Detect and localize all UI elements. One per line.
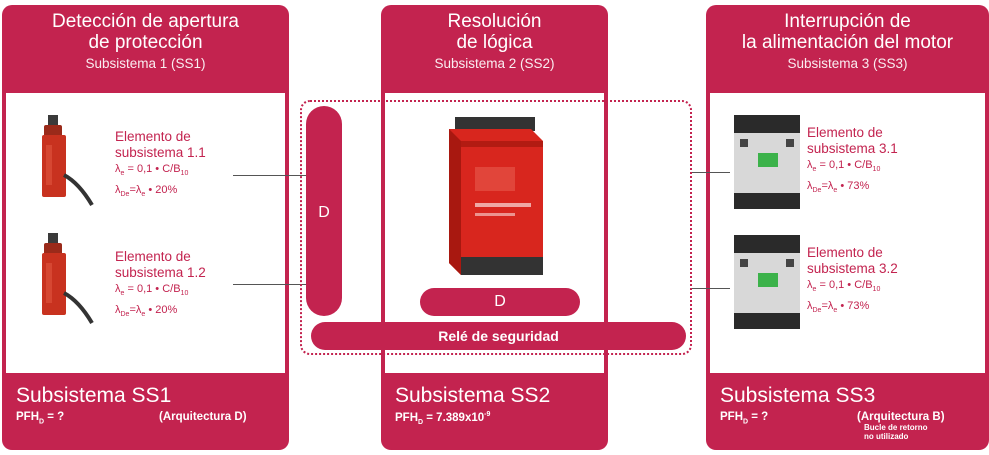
- diagnostics-bar-vertical: D: [306, 106, 342, 316]
- subsystem-3-content: Elemento de subsistema 3.1 λe = 0,1 • C/…: [710, 93, 985, 373]
- element-3-1: Elemento de subsistema 3.1 λe = 0,1 • C/…: [807, 125, 898, 199]
- subsystem-3-pfh: PFHD = ?: [720, 411, 769, 426]
- subsystem-3-subtitle: Subsistema 3 (SS3): [787, 56, 908, 71]
- element-3-1-lambda-de: λDe=λe • 73%: [807, 180, 870, 195]
- subsystem-3-footer: Subsistema SS3 PFHD = ? (Arquitectura B)…: [706, 373, 989, 450]
- contactor-2-image: [734, 235, 800, 329]
- element-1-1-lambda-e: λe = 0,1 • C/B10: [115, 163, 189, 178]
- subsystem-1-content: Elemento de subsistema 1.1 λe = 0,1 • C/…: [6, 93, 285, 373]
- diagnostics-label-vertical: D: [318, 204, 330, 221]
- subsystem-1-header: Detección de apertura de protección Subs…: [2, 5, 289, 93]
- element-1-1-lambda-de: λDe=λe • 20%: [115, 184, 178, 199]
- diagnostics-bar-horizontal: D: [420, 288, 580, 316]
- element-1-2-lambda-de: λDe=λe • 20%: [115, 304, 178, 319]
- subsystem-2-subtitle: Subsistema 2 (SS2): [434, 56, 555, 71]
- subsystem-1-title: Detección de apertura de protección: [52, 11, 239, 53]
- element-3-2-lambda-de: λDe=λe • 73%: [807, 300, 870, 315]
- element-1-2-lambda-e: λe = 0,1 • C/B10: [115, 283, 189, 298]
- contactor-1-image: [734, 115, 800, 209]
- element-3-2-lambda-e: λe = 0,1 • C/B10: [807, 279, 881, 294]
- subsystem-1-subtitle: Subsistema 1 (SS1): [85, 56, 206, 71]
- element-1-2-name: Elemento de subsistema 1.2: [115, 249, 206, 280]
- subsystem-2-header: Resolución de lógica Subsistema 2 (SS2): [381, 5, 608, 93]
- subsystem-3-footer-title: Subsistema SS3: [720, 384, 876, 407]
- connector-line-1-1: [233, 175, 306, 176]
- connector-line-3-2: [692, 288, 730, 289]
- subsystem-1-panel: Detección de apertura de protección Subs…: [2, 5, 289, 450]
- subsystem-3-panel: Interrupción de la alimentación del moto…: [706, 5, 989, 450]
- element-1-2: Elemento de subsistema 1.2 λe = 0,1 • C/…: [115, 249, 206, 323]
- element-3-1-name: Elemento de subsistema 3.1: [807, 125, 898, 156]
- element-1-1-name: Elemento de subsistema 1.1: [115, 129, 206, 160]
- connector-line-1-2: [233, 284, 306, 285]
- subsystem-3-title: Interrupción de la alimentación del moto…: [741, 11, 954, 53]
- subsystem-1-footer: Subsistema SS1 PFHD = ? (Arquitectura D): [2, 373, 289, 450]
- logic-group-outline: [300, 100, 692, 355]
- safety-switch-1-image: [42, 115, 94, 207]
- safety-relay-image: [449, 117, 543, 275]
- safety-switch-2-image: [42, 233, 94, 325]
- subsystem-2-footer-title: Subsistema SS2: [395, 384, 551, 407]
- element-1-1: Elemento de subsistema 1.1 λe = 0,1 • C/…: [115, 129, 206, 203]
- subsystem-2-title: Resolución de lógica: [447, 11, 542, 53]
- subsystem-1-pfh: PFHD = ?: [16, 411, 65, 426]
- connector-line-3-1: [692, 172, 730, 173]
- subsystem-2-pfh: PFHD = 7.389x10-9: [395, 411, 491, 427]
- subsystem-3-architecture: (Arquitectura B): [857, 411, 945, 423]
- element-3-2: Elemento de subsistema 3.2 λe = 0,1 • C/…: [807, 245, 898, 319]
- subsystem-3-header: Interrupción de la alimentación del moto…: [706, 5, 989, 93]
- subsystem-2-footer: Subsistema SS2 PFHD = 7.389x10-9: [381, 373, 608, 450]
- subsystem-3-feedback-note: Bucle de retorno no utilizado: [864, 423, 928, 441]
- subsystem-1-footer-title: Subsistema SS1: [16, 384, 172, 407]
- element-3-1-lambda-e: λe = 0,1 • C/B10: [807, 159, 881, 174]
- element-3-2-name: Elemento de subsistema 3.2: [807, 245, 898, 276]
- safety-relay-label: Relé de seguridad: [311, 322, 686, 350]
- subsystem-1-architecture: (Arquitectura D): [159, 411, 247, 423]
